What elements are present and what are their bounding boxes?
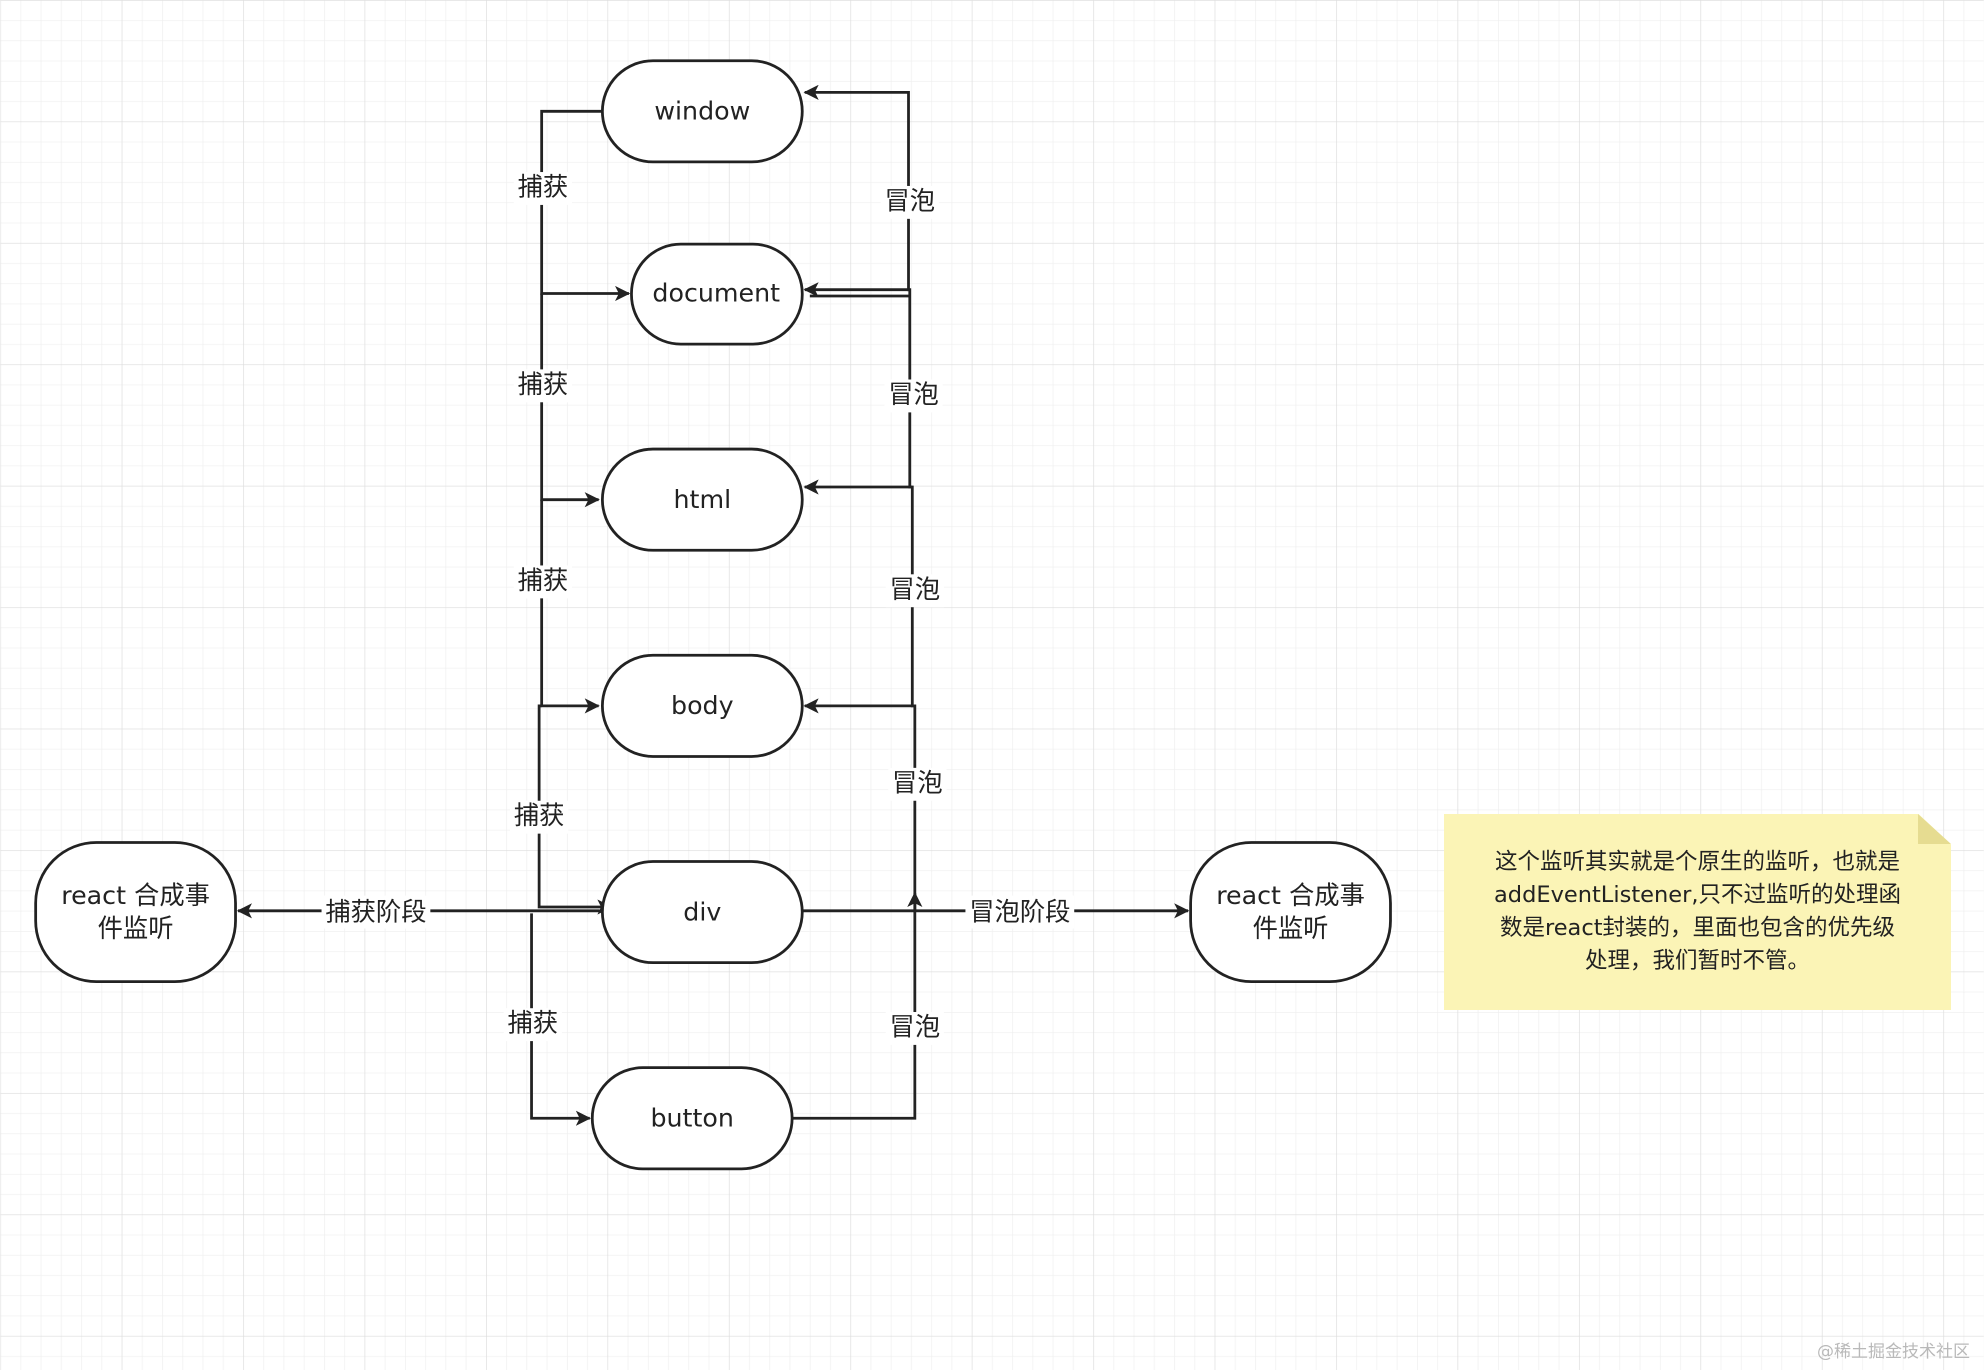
label-capture-1: 捕获	[518, 172, 569, 201]
label-bubble-5: 冒泡	[890, 1012, 941, 1041]
label-bubble-4: 冒泡	[892, 768, 943, 797]
node-window: window	[600, 59, 804, 164]
label-capture-5: 捕获	[507, 1009, 558, 1038]
label-capture-4: 捕获	[514, 801, 565, 830]
note-line-1: 这个监听其实就是个原生的监听，也就是	[1494, 849, 1900, 875]
node-body-label: body	[671, 691, 734, 720]
label-capture-2: 捕获	[518, 370, 569, 399]
label-bubble-2: 冒泡	[888, 380, 939, 409]
capture-labels: 捕获 捕获 捕获 捕获 捕获 捕获阶段	[321, 172, 573, 1042]
node-button-label: button	[650, 1104, 733, 1133]
node-div-label: div	[683, 897, 721, 926]
node-html: html	[600, 447, 804, 552]
node-body: body	[600, 653, 804, 758]
label-bubble-3: 冒泡	[890, 575, 941, 604]
node-button: button	[590, 1066, 794, 1171]
node-document: document	[630, 242, 804, 346]
label-capture-phase: 捕获阶段	[325, 897, 426, 926]
node-react-left-line1: react 合成事	[61, 881, 210, 910]
node-html-label: html	[674, 485, 732, 514]
label-bubble-1: 冒泡	[884, 186, 935, 215]
edge-bubble-button-div	[792, 891, 923, 1120]
sticky-note	[1444, 814, 1951, 1010]
label-capture-3: 捕获	[518, 566, 569, 595]
note-line-2: addEventListener,只不过监听的处理函	[1494, 882, 1901, 908]
node-window-label: window	[654, 97, 750, 126]
node-react-right-line2: 件监听	[1253, 914, 1329, 943]
node-document-label: document	[652, 279, 780, 308]
node-react-left-line2: 件监听	[98, 914, 174, 943]
edge-capture-div-button	[530, 913, 591, 1126]
label-bubble-phase: 冒泡阶段	[969, 897, 1070, 926]
node-div: div	[600, 860, 804, 965]
sticky-note-text: 这个监听其实就是个原生的监听，也就是 addEventListener,只不过监…	[1444, 846, 1951, 978]
bubble-labels: 冒泡 冒泡 冒泡 冒泡 冒泡 冒泡阶段	[880, 185, 1075, 1045]
watermark: @稀土掘金技术社区	[1817, 1342, 1970, 1362]
note-line-3: 数是react封装的，里面也包含的优先级	[1499, 915, 1896, 941]
node-react-right-line1: react 合成事	[1216, 881, 1365, 910]
note-line-4: 处理，我们暂时不管。	[1584, 948, 1810, 974]
node-react-right: react 合成事 件监听	[1189, 841, 1392, 984]
node-react-left: react 合成事 件监听	[34, 841, 237, 984]
